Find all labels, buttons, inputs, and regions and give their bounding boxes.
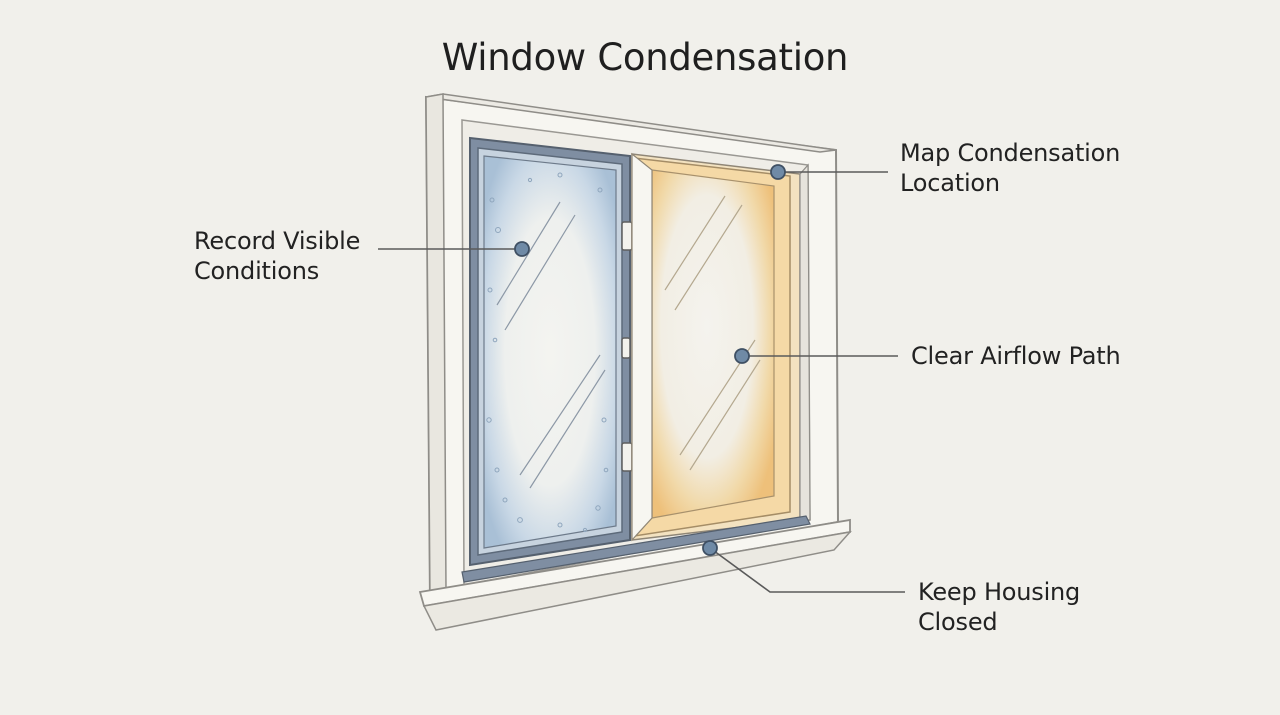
callout-label-line: Record Visible — [194, 227, 361, 255]
hinges — [621, 221, 633, 472]
keep-callout-line — [709, 547, 905, 593]
callout-clear-airflow-path: Clear Airflow Path — [911, 341, 1121, 371]
callout-label-line: Conditions — [194, 257, 320, 285]
callout-record-visible-conditions: Record Visible Conditions — [194, 226, 360, 286]
record-callout-dot — [514, 241, 530, 257]
callout-label-line: Map Condensation — [900, 139, 1121, 167]
keep-callout-dot — [702, 540, 718, 556]
right-sash — [631, 152, 801, 542]
callout-label-line: Clear Airflow Path — [911, 342, 1121, 370]
right-jamb — [799, 163, 811, 521]
callout-keep-housing-closed: Keep Housing Closed — [918, 577, 1080, 637]
callout-map-condensation-location: Map Condensation Location — [900, 138, 1120, 198]
diagram-title: Window Condensation — [441, 36, 849, 79]
callout-label-line: Closed — [918, 608, 998, 636]
window-sill — [418, 515, 852, 631]
callout-label-line: Keep Housing — [918, 578, 1081, 606]
airflow-callout-dot — [734, 348, 750, 364]
map-callout-dot — [770, 164, 786, 180]
left-sash — [469, 136, 631, 567]
callout-label-line: Location — [900, 169, 1000, 197]
